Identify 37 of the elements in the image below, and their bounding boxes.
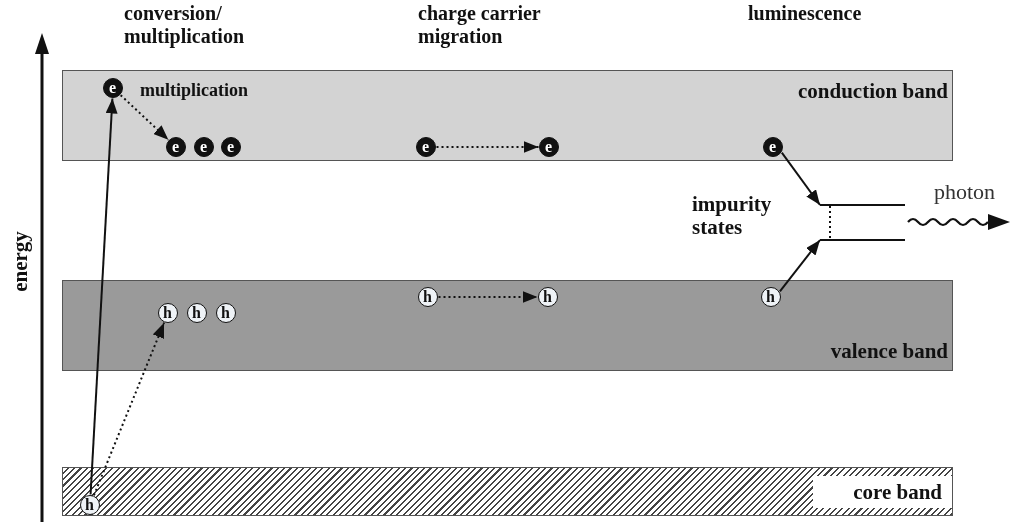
hole-circle: h xyxy=(760,286,781,307)
axis-label: energy xyxy=(8,230,32,294)
valence-band xyxy=(62,280,953,371)
arrow xyxy=(435,141,540,153)
electron-circle: e xyxy=(220,136,241,157)
connector-line xyxy=(829,205,831,240)
electron-circle: e xyxy=(415,136,436,157)
column-heading: conversion/ multiplication xyxy=(124,2,245,48)
band-label: valence band xyxy=(830,339,948,364)
hole-circle: h xyxy=(186,302,207,323)
arrow xyxy=(780,151,821,206)
hole-circle: h xyxy=(79,494,100,515)
electron-circle: e xyxy=(165,136,186,157)
energy-level-line xyxy=(820,239,905,241)
arrow xyxy=(89,97,118,496)
arrow xyxy=(778,239,821,293)
hole-circle: h xyxy=(157,302,178,323)
electron-circle: e xyxy=(102,77,123,98)
arrow xyxy=(92,321,166,497)
core-band xyxy=(62,467,953,516)
electron-circle: e xyxy=(762,136,783,157)
column-heading: luminescence xyxy=(748,2,863,25)
electron-circle: e xyxy=(538,136,559,157)
band-label: conduction band xyxy=(798,79,948,104)
arrow xyxy=(119,94,170,141)
hole-circle: h xyxy=(417,286,438,307)
hole-circle: h xyxy=(215,302,236,323)
column-heading: charge carrier migration xyxy=(418,2,542,48)
annotation-label: multiplication xyxy=(140,79,249,102)
electron-circle: e xyxy=(193,136,214,157)
band-label: core band xyxy=(813,476,952,508)
hole-circle: h xyxy=(537,286,558,307)
conduction-band xyxy=(62,70,953,161)
arrow xyxy=(437,291,539,303)
annotation-label: impurity states xyxy=(692,193,773,239)
annotation-label: photon xyxy=(934,180,997,203)
energy-level-line xyxy=(820,204,905,206)
